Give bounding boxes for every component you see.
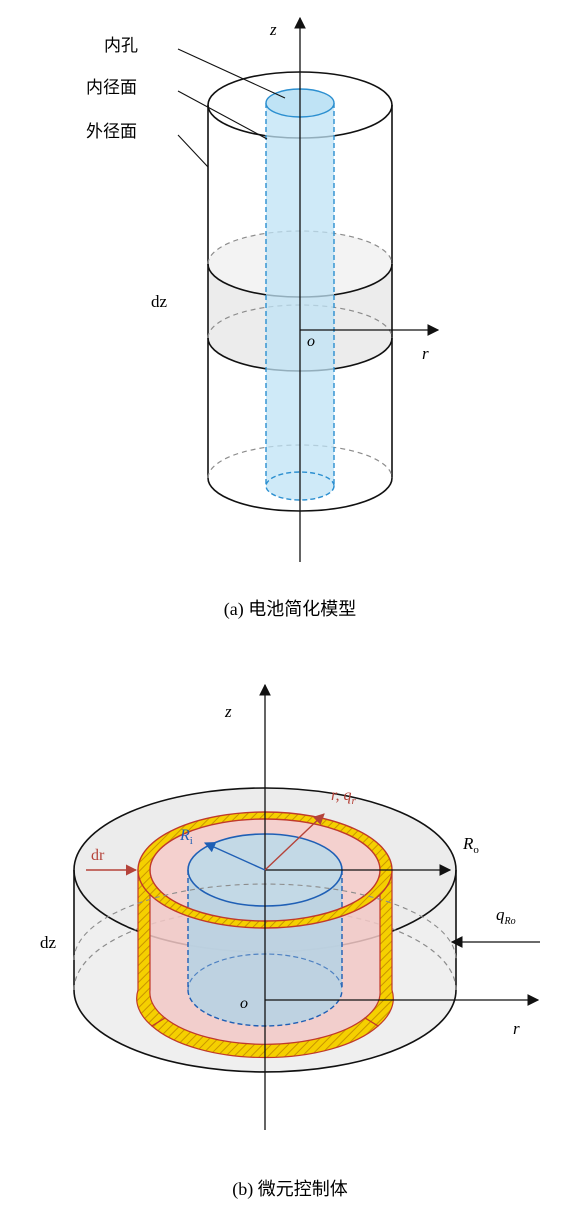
figure-b: z r o dz r, qr Ri Ro dr qRo (b) 微元控制体 — [40, 683, 540, 1200]
origin-label-b: o — [240, 995, 248, 1012]
axis-label-r-b: r — [513, 1019, 520, 1038]
caption-b: (b) 微元控制体 — [232, 1179, 348, 1200]
label-r-qr: r, qr — [331, 787, 356, 807]
disk-bottom-back — [73, 907, 457, 991]
label-ro: Ro — [462, 834, 479, 856]
label-ri: Ri — [179, 827, 193, 847]
origin-label: o — [307, 333, 315, 350]
axis-label-z-b: z — [224, 702, 232, 721]
label-dz: dz — [151, 292, 168, 311]
axis-label-z: z — [269, 20, 277, 39]
caption-a: (a) 电池简化模型 — [224, 599, 356, 620]
shell-bottom-wall — [150, 1017, 380, 1059]
label-dz-b: dz — [40, 933, 57, 952]
label-dr: dr — [91, 847, 105, 864]
label-q-ro: qRo — [496, 905, 516, 927]
ri-arrow — [203, 842, 266, 871]
leader-outer-surface — [177, 134, 209, 168]
leader-inner-hole — [177, 48, 286, 99]
axis-label-r: r — [422, 344, 429, 363]
label-outer-surface: 外径面 — [86, 122, 137, 141]
inner-hole-bottom — [265, 471, 335, 501]
label-inner-surface: 内径面 — [86, 78, 137, 97]
r-arrow — [264, 813, 325, 871]
label-inner-hole: 内孔 — [104, 36, 138, 55]
leader-inner-surface — [177, 90, 268, 140]
figure-a: 内孔 内径面 外径面 dz z r o (a) 电池简化模型 — [86, 16, 440, 620]
